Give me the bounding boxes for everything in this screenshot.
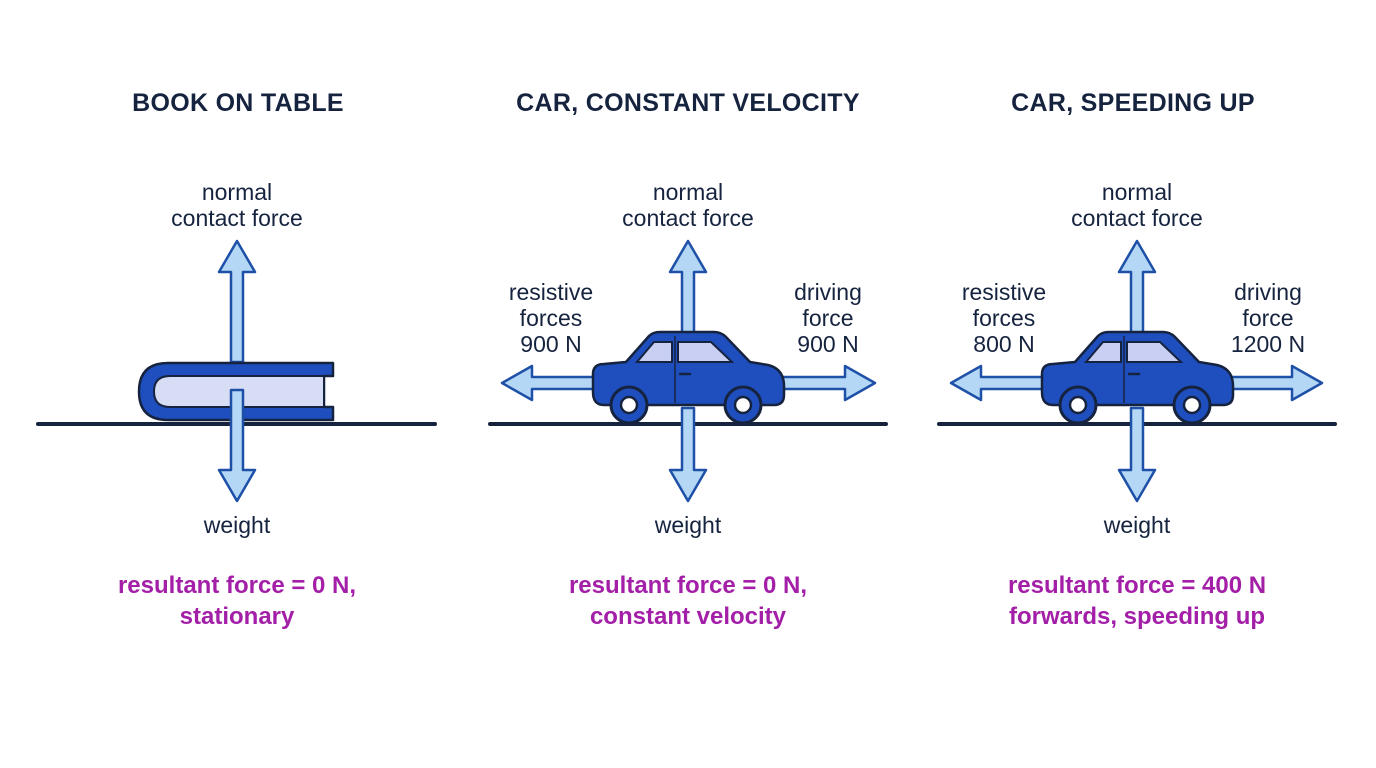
label-line: force [802,305,854,331]
result-line: resultant force = 0 N, [568,572,808,599]
driving-force-arrow [780,364,877,402]
label-line: normal [652,179,724,205]
label-line: 900 N [797,331,859,357]
label-line: normal [201,179,273,205]
driving-force-label: driving force 900 N [794,279,862,357]
label-line: driving [1234,279,1302,305]
result-line: resultant force = 400 N [1007,572,1267,599]
label-line: force [1242,305,1294,331]
normal-contact-force-arrow [1117,239,1157,337]
normal-force-label: normal contact force [1071,179,1203,231]
resultant-force-text: resultant force = 400 N forwards, speedi… [1008,570,1266,632]
weight-label: weight [203,512,271,538]
resistive-forces-arrow [949,364,1045,402]
label-line: 900 N [520,331,582,357]
label-line: contact force [1071,205,1203,231]
normal-contact-force-arrow [217,239,257,364]
label-line: forces [972,305,1036,331]
resultant-force-text: resultant force = 0 N, constant velocity [569,570,807,632]
label-line: contact force [622,205,754,231]
panel-title: CAR, CONSTANT VELOCITY [516,89,860,117]
resistive-forces-label: resistive forces 900 N [509,279,593,357]
car-icon [591,330,786,425]
weight-arrow [668,406,708,503]
result-line: stationary [179,603,295,630]
panel-book-on-table [36,239,437,503]
weight-arrow [217,388,257,503]
panel-car-constant-velocity [488,239,888,503]
resistive-forces-arrow [500,364,596,402]
result-line: constant velocity [589,603,787,630]
driving-force-label: driving force 1200 N [1231,279,1305,357]
normal-force-label: normal contact force [171,179,303,231]
panel-title: CAR, SPEEDING UP [1011,89,1255,117]
label-line: driving [794,279,862,305]
panel-car-speeding-up [937,239,1337,503]
label-line: normal [1101,179,1173,205]
car-icon [1040,330,1235,425]
weight-label: weight [654,512,722,538]
weight-label: weight [1103,512,1171,538]
label-line: 800 N [973,331,1035,357]
label-line: forces [519,305,583,331]
result-line: forwards, speeding up [1008,603,1266,630]
normal-force-label: normal contact force [622,179,754,231]
resistive-forces-label: resistive forces 800 N [962,279,1046,357]
label-line: contact force [171,205,303,231]
normal-contact-force-arrow [668,239,708,337]
weight-arrow [1117,406,1157,503]
driving-force-arrow [1229,364,1324,402]
result-line: resultant force = 0 N, [117,572,357,599]
label-line: 1200 N [1230,331,1306,357]
resultant-force-text: resultant force = 0 N, stationary [118,570,356,632]
label-line: resistive [508,279,594,305]
label-line: resistive [961,279,1047,305]
panel-title: BOOK ON TABLE [132,89,344,117]
